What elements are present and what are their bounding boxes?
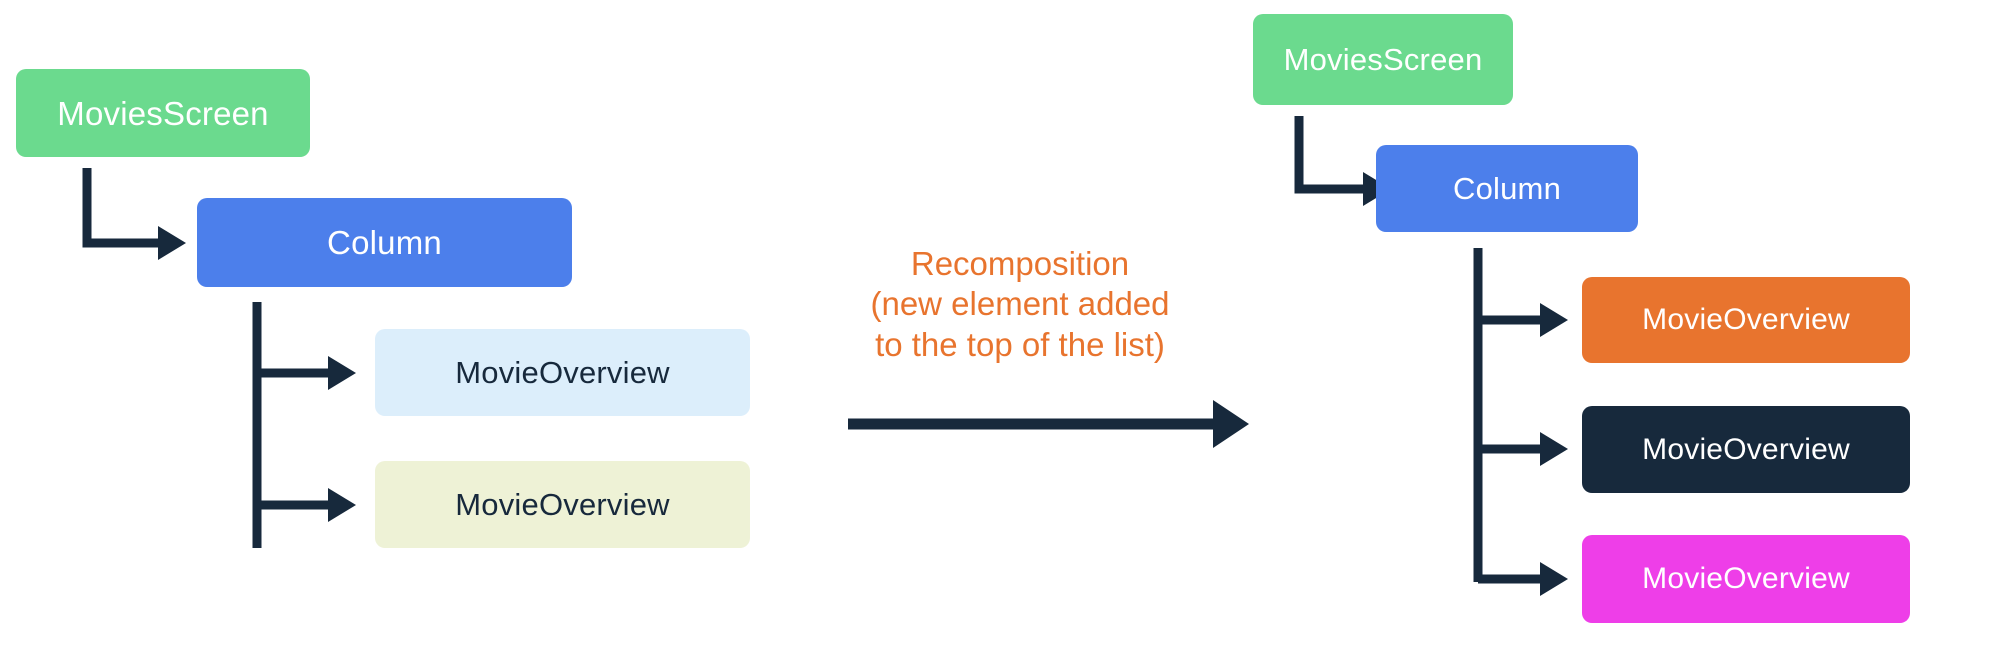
node-label: MoviesScreen bbox=[57, 94, 269, 132]
node-label: MovieOverview bbox=[455, 487, 670, 522]
recomposition-caption: Recomposition (new element added to the … bbox=[870, 245, 1170, 363]
node-movie-overview-before-1[interactable]: MovieOverview bbox=[375, 329, 750, 416]
node-column-before[interactable]: Column bbox=[197, 198, 572, 287]
edge-column-to-children-left bbox=[252, 302, 356, 548]
node-label: MovieOverview bbox=[1642, 432, 1850, 466]
node-movies-screen-before[interactable]: MoviesScreen bbox=[16, 69, 310, 157]
node-movie-overview-after-1[interactable]: MovieOverview bbox=[1582, 277, 1910, 363]
node-label: Column bbox=[1452, 171, 1562, 206]
node-label: MovieOverview bbox=[1642, 562, 1850, 595]
node-label: MoviesScreen bbox=[1283, 42, 1483, 77]
node-label: Column bbox=[327, 224, 442, 261]
edge-column-to-children-right bbox=[1473, 248, 1568, 596]
node-movie-overview-after-2[interactable]: MovieOverview bbox=[1582, 406, 1910, 493]
node-movie-overview-before-2[interactable]: MovieOverview bbox=[375, 461, 750, 548]
recomposition-arrow bbox=[848, 400, 1249, 448]
edge-movies-screen-to-column-left bbox=[82, 168, 186, 260]
node-label: MovieOverview bbox=[455, 355, 670, 390]
node-label: MovieOverview bbox=[1642, 303, 1850, 336]
node-column-after[interactable]: Column bbox=[1376, 145, 1638, 232]
node-movies-screen-after[interactable]: MoviesScreen bbox=[1253, 14, 1513, 105]
node-movie-overview-after-3[interactable]: MovieOverview bbox=[1582, 535, 1910, 623]
